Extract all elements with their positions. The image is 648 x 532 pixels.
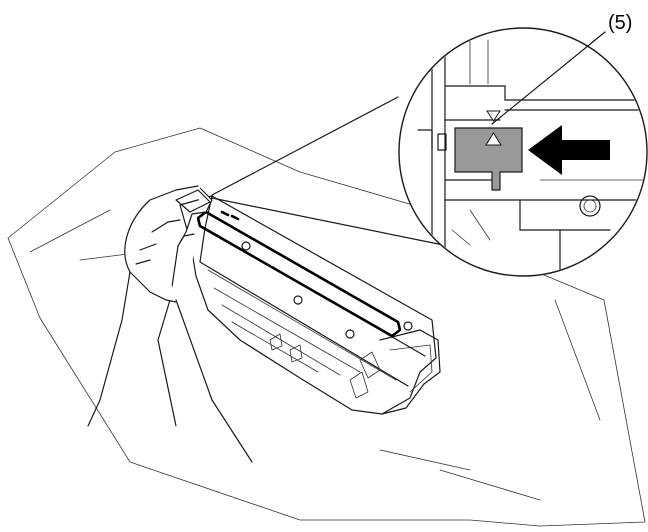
- cleaning-tab: [454, 110, 523, 191]
- callout-label: (5): [608, 12, 633, 34]
- hand: [87, 185, 253, 463]
- drum-unit: [179, 195, 441, 415]
- paper-sheet: [7, 127, 646, 527]
- magnified-detail: [398, 27, 648, 277]
- label-leader-line: [491, 31, 606, 125]
- push-arrow: [528, 125, 610, 175]
- callout-leader-lines: [211, 96, 469, 251]
